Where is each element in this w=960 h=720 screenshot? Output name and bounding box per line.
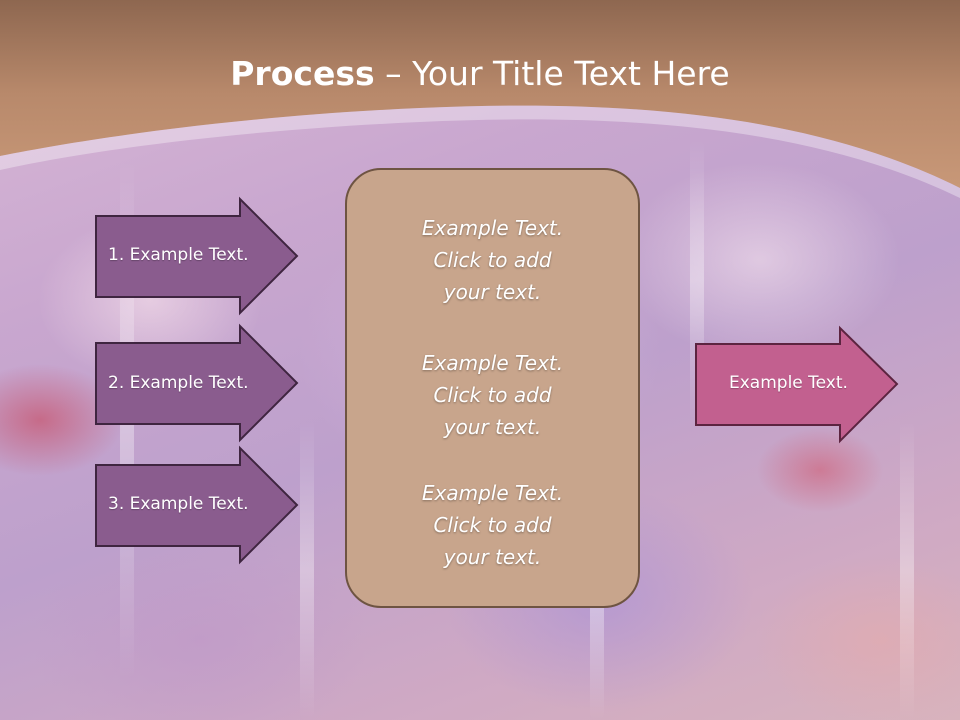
center-text-line: Example Text. — [421, 351, 564, 375]
center-text-block-2[interactable]: Example Text. Click to add your text. — [345, 347, 640, 443]
result-arrow[interactable] — [695, 325, 899, 444]
center-text-line: Example Text. — [421, 481, 564, 505]
center-text-line: Example Text. — [421, 216, 564, 240]
center-text-line: Click to add — [433, 248, 552, 272]
center-text-line: Click to add — [433, 383, 552, 407]
title-bold-text: Process — [230, 54, 375, 93]
center-text-line: your text. — [443, 545, 542, 569]
step-1-arrow[interactable] — [95, 196, 299, 316]
step-1-label: 1. Example Text. — [108, 245, 249, 265]
center-text-block-3[interactable]: Example Text. Click to add your text. — [345, 477, 640, 573]
background-glass-highlight — [900, 420, 914, 720]
step-2-arrow[interactable] — [95, 323, 299, 443]
center-text-block-1[interactable]: Example Text. Click to add your text. — [345, 212, 640, 308]
center-text-line: your text. — [443, 415, 542, 439]
header-band — [0, 0, 960, 198]
slide-title[interactable]: Process – Your Title Text Here — [0, 54, 960, 93]
title-rest-text: – Your Title Text Here — [374, 54, 730, 93]
step-2-label: 2. Example Text. — [108, 373, 249, 393]
center-text-line: Click to add — [433, 513, 552, 537]
center-text-line: your text. — [443, 280, 542, 304]
step-3-label: 3. Example Text. — [108, 494, 249, 514]
center-content-box[interactable] — [345, 168, 640, 608]
background-glass-highlight — [300, 420, 314, 720]
step-3-arrow[interactable] — [95, 445, 299, 565]
result-label: Example Text. — [729, 373, 848, 393]
